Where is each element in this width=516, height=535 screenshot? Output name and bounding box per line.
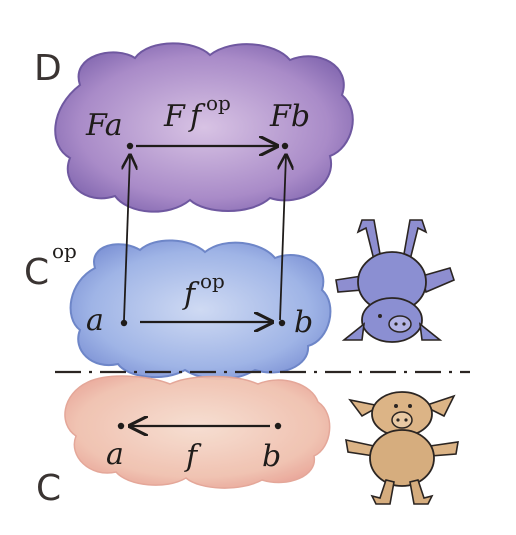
object-fa: Fa	[85, 108, 123, 143]
arrow-fop-superscript: op	[200, 269, 225, 293]
object-b-cop: b	[294, 305, 313, 340]
functor-arrow-a	[124, 155, 130, 321]
arrow-f-fop-superscript: op	[206, 91, 231, 115]
point-b-c	[274, 422, 282, 430]
pig-upside-down-icon	[335, 219, 455, 343]
category-cop-superscript: op	[52, 239, 77, 263]
functor-arrow-b	[280, 155, 286, 321]
category-d-label: D	[34, 48, 62, 89]
point-fa	[126, 142, 134, 150]
category-c-cloud	[64, 375, 331, 489]
pig-upright-icon	[345, 391, 459, 505]
category-cop-cloud	[69, 239, 332, 381]
arrow-f-fop-label-F: F	[163, 99, 186, 134]
object-fb: Fb	[269, 99, 310, 134]
object-b-c: b	[262, 439, 281, 474]
point-b-cop	[278, 319, 286, 327]
category-c-label: C	[36, 468, 61, 509]
point-a-c	[117, 422, 125, 430]
object-a-c: a	[106, 437, 124, 472]
point-a-cop	[120, 319, 128, 327]
category-cop-label: C	[24, 252, 49, 293]
point-fb	[281, 142, 289, 150]
object-a-cop: a	[86, 303, 104, 338]
